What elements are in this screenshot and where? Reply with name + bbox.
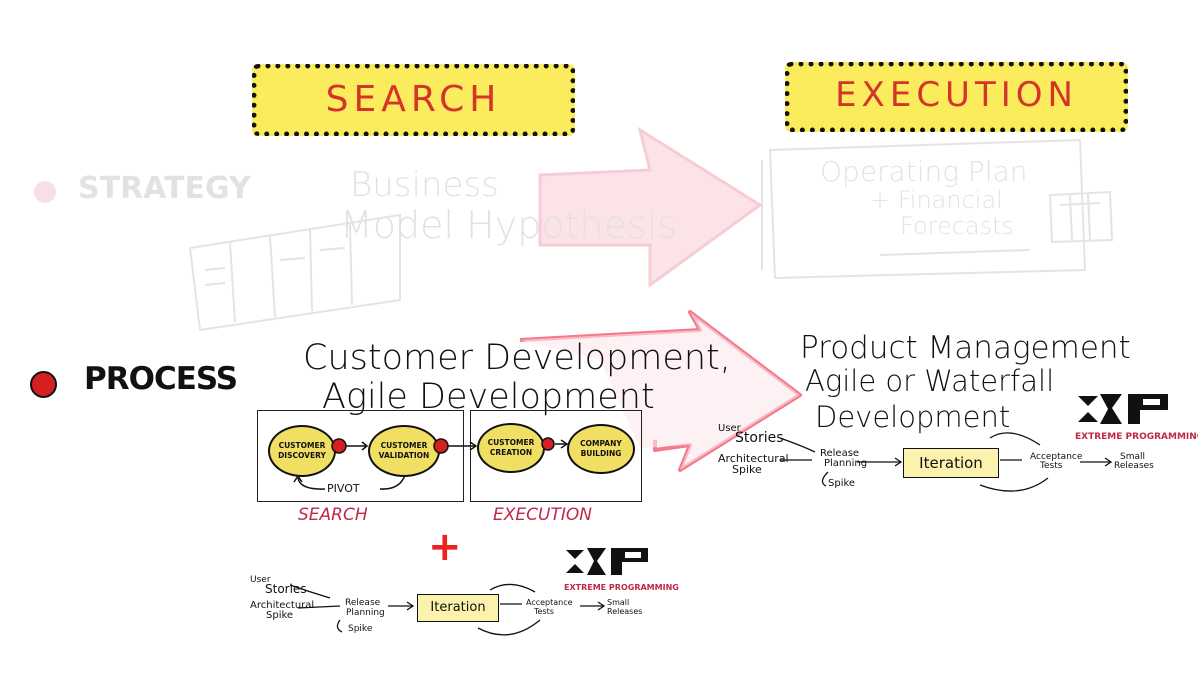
execution-banner: EXECUTION xyxy=(785,62,1128,132)
strategy-label: STRATEGY xyxy=(78,171,251,206)
xp-right-stories: Stories xyxy=(735,430,784,446)
xp-bottom-release1: Release xyxy=(345,598,381,608)
xp-bottom-iteration-label: Iteration xyxy=(430,600,486,615)
company-building-label: COMPANY BUILDING xyxy=(580,439,622,458)
xp-bottom-small2: Releases xyxy=(607,607,643,616)
xp-bottom-iteration-box: Iteration xyxy=(417,594,499,622)
execution-banner-label: EXECUTION xyxy=(835,75,1078,115)
xp-right-arch2: Spike xyxy=(732,463,762,476)
validation-marker-dot xyxy=(433,438,449,454)
xp-bottom-accept1: Acceptance xyxy=(526,598,573,607)
execution-frame xyxy=(470,410,642,502)
strategy-bullet xyxy=(34,181,56,203)
xp-right-loop-bottom xyxy=(979,477,1049,492)
search-phase-label: SEARCH xyxy=(298,505,368,525)
xp-bottom-user-prefix: User xyxy=(250,575,271,585)
product-mgmt-title-line1: Product Management xyxy=(800,330,1131,366)
pivot-label: PIVOT xyxy=(327,482,360,495)
xp-bottom-arch2: Spike xyxy=(266,610,294,621)
xp-bottom-release2: Planning xyxy=(346,608,385,618)
xp-right-iteration-box: Iteration xyxy=(903,448,999,478)
product-mgmt-title-line3: Development xyxy=(815,400,1011,434)
search-frame xyxy=(257,410,464,502)
pivot-loop-left xyxy=(297,477,326,490)
xp-right-arch1: Architectural xyxy=(718,452,789,465)
xp-right-iteration-label: Iteration xyxy=(919,454,983,472)
search-banner: SEARCH xyxy=(252,64,575,136)
xp-bottom-stories: Stories xyxy=(265,582,307,596)
search-banner-label: SEARCH xyxy=(325,79,502,120)
product-mgmt-title-line2: Agile or Waterfall xyxy=(805,364,1055,398)
faded-arrow-upper xyxy=(538,126,763,288)
creation-marker-dot xyxy=(541,437,555,451)
faded-notebook-sketch xyxy=(761,138,1114,280)
xp-bottom-loop-top xyxy=(489,583,536,593)
xp-right-loop-top xyxy=(989,432,1041,446)
xp-right-release2: Planning xyxy=(824,458,868,469)
customer-creation-bubble: CUSTOMER CREATION xyxy=(477,423,545,473)
discovery-marker-dot xyxy=(331,438,347,454)
xp-right-release1: Release xyxy=(820,448,860,459)
customer-discovery-label: CUSTOMER DISCOVERY xyxy=(278,441,326,460)
customer-discovery-bubble: CUSTOMER DISCOVERY xyxy=(268,425,336,477)
xp-bottom-logo-text: EXTREME PROGRAMMING xyxy=(564,583,679,592)
xp-right-accept2: Tests xyxy=(1040,461,1063,471)
xp-bottom-accept2: Tests xyxy=(534,607,554,616)
xp-bottom-arch1: Architectural xyxy=(250,600,315,611)
operating-plan-line3: Forecasts xyxy=(900,212,1015,240)
customer-creation-label: CUSTOMER CREATION xyxy=(487,438,535,457)
xp-right-spike: Spike xyxy=(828,478,856,489)
business-model-line1: Business xyxy=(350,165,499,205)
xp-right-accept1: Acceptance xyxy=(1030,452,1083,462)
xp-bottom-spike: Spike xyxy=(348,624,373,634)
xp-right-small1: Small xyxy=(1120,452,1145,462)
customer-dev-title-line1: Customer Development, xyxy=(303,338,731,378)
faded-canvas-sketch xyxy=(188,213,401,332)
process-label: PROCESS xyxy=(84,361,238,397)
xp-right-user-prefix: User xyxy=(718,423,741,434)
xp-right-logo-text: EXTREME PROGRAMMING xyxy=(1075,432,1198,442)
plus-sign: + xyxy=(428,524,462,570)
execution-phase-label: EXECUTION xyxy=(493,505,592,525)
operating-plan-line1: Operating Plan xyxy=(820,155,1028,188)
business-model-line2: Model Hypothesis xyxy=(340,203,678,247)
process-bullet xyxy=(30,371,57,398)
xp-bottom-loop-bottom xyxy=(477,619,541,636)
xp-right-small2: Releases xyxy=(1114,461,1154,471)
xp-bottom-small1: Small xyxy=(607,598,630,607)
customer-validation-label: CUSTOMER VALIDATION xyxy=(378,441,430,460)
company-building-bubble: COMPANY BUILDING xyxy=(567,424,635,474)
operating-plan-line2: + Financial xyxy=(870,186,1003,214)
pivot-loop-right xyxy=(379,474,406,490)
